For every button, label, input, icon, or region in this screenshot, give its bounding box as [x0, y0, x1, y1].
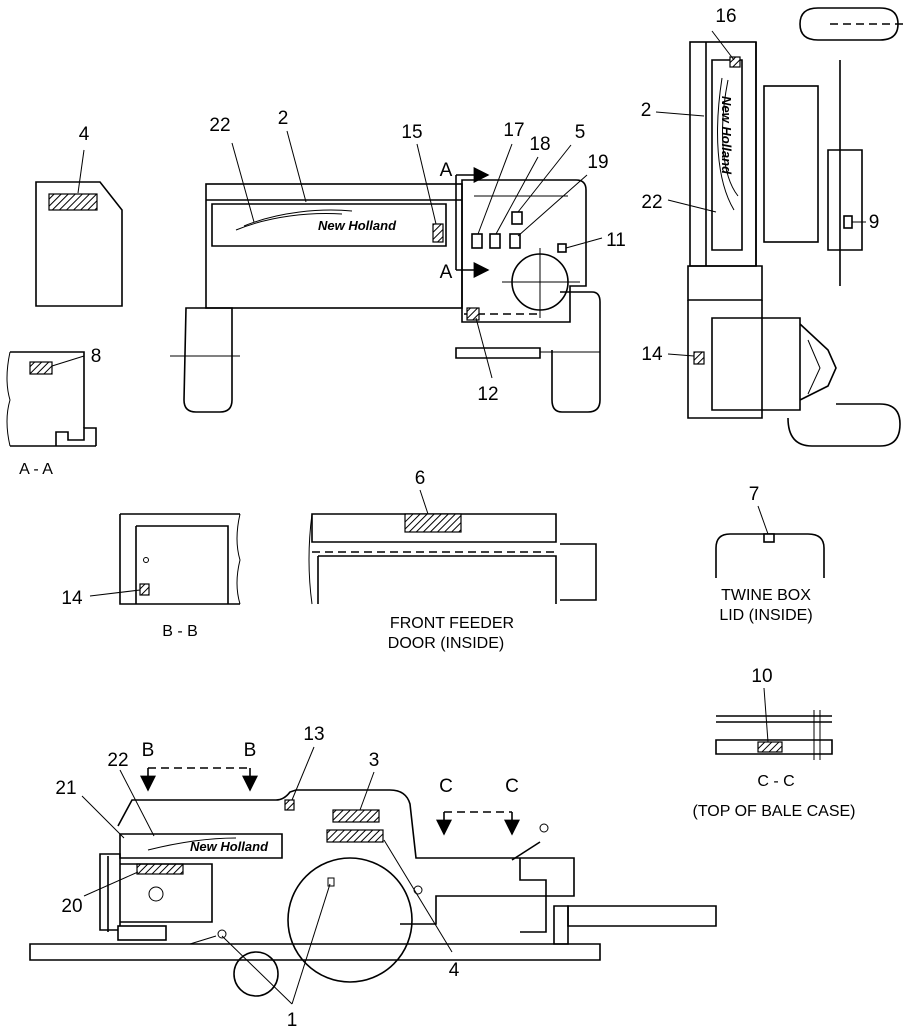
left-side-elevation: New Holland	[29, 746, 717, 1005]
callout-2-top: 2	[278, 108, 289, 129]
callout-16: 16	[715, 6, 736, 27]
callout-17: 17	[503, 120, 524, 141]
callout-8: 8	[91, 346, 102, 367]
caption-front-feeder-1: FRONT FEEDER	[390, 615, 514, 632]
caption-section-cc: C - C	[757, 773, 794, 790]
callout-18: 18	[529, 134, 550, 155]
decal-14-plan	[693, 351, 705, 365]
rear-elevation-view: New Holland	[170, 130, 603, 413]
section-aa-view	[6, 351, 97, 447]
caption-section-bb: B - B	[162, 623, 198, 640]
decal-12	[466, 307, 480, 321]
logo-text-side: New Holland	[190, 839, 269, 854]
callout-19: 19	[587, 152, 608, 173]
decal-13	[284, 799, 295, 811]
decal-4-side	[326, 829, 384, 843]
decal-16	[729, 56, 741, 68]
logo-text-plan: New Holland	[719, 96, 734, 175]
panel-view-decal-4	[35, 149, 123, 307]
section-mark-c-left: C	[439, 776, 453, 797]
section-cc-view	[715, 687, 833, 760]
front-feeder-door-view	[308, 489, 597, 605]
callout-14-plan: 14	[641, 344, 663, 365]
callout-15: 15	[401, 122, 422, 143]
decal-4-top	[48, 193, 98, 211]
decal-14-bb	[139, 583, 150, 596]
callout-4-top: 4	[79, 124, 90, 145]
callout-9: 9	[869, 212, 880, 233]
section-mark-b-left: B	[142, 740, 155, 761]
caption-twine-box-2: LID (INSIDE)	[719, 607, 812, 624]
caption-front-feeder-2: DOOR (INSIDE)	[388, 635, 504, 652]
callout-3: 3	[369, 750, 380, 771]
caption-bale-case: (TOP OF BALE CASE)	[692, 803, 855, 820]
callout-14-bb: 14	[61, 588, 83, 609]
callout-6: 6	[415, 468, 426, 489]
plan-view: New Holland	[655, 7, 905, 447]
section-mark-c-right: C	[505, 776, 519, 797]
callout-22-top: 22	[209, 115, 230, 136]
section-mark-a-bottom: A	[440, 262, 453, 283]
decal-15	[432, 223, 444, 243]
caption-twine-box-1: TWINE BOX	[721, 587, 811, 604]
twine-box-lid-view	[715, 505, 825, 578]
callout-13: 13	[303, 724, 324, 745]
callout-10: 10	[751, 666, 772, 687]
caption-section-aa: A - A	[19, 461, 53, 478]
callout-4-side: 4	[449, 960, 460, 981]
callout-11: 11	[606, 230, 626, 251]
callout-22-side: 22	[107, 750, 128, 771]
callout-2-plan: 2	[641, 100, 652, 121]
callout-22-plan: 22	[641, 192, 662, 213]
callout-20: 20	[61, 896, 82, 917]
decal-6	[404, 513, 462, 533]
callout-12: 12	[477, 384, 498, 405]
section-mark-b-right: B	[244, 740, 257, 761]
logo-text: New Holland	[318, 218, 397, 233]
callout-7: 7	[749, 484, 760, 505]
decal-8	[29, 361, 53, 375]
section-bb-view	[89, 513, 241, 605]
decal-10	[757, 741, 783, 753]
callout-21: 21	[55, 778, 76, 799]
callout-5: 5	[575, 122, 586, 143]
decal-3	[332, 809, 380, 823]
decal-20	[136, 863, 184, 875]
section-mark-a-top: A	[440, 160, 453, 181]
callout-1: 1	[287, 1010, 298, 1031]
decal-7	[763, 533, 775, 543]
